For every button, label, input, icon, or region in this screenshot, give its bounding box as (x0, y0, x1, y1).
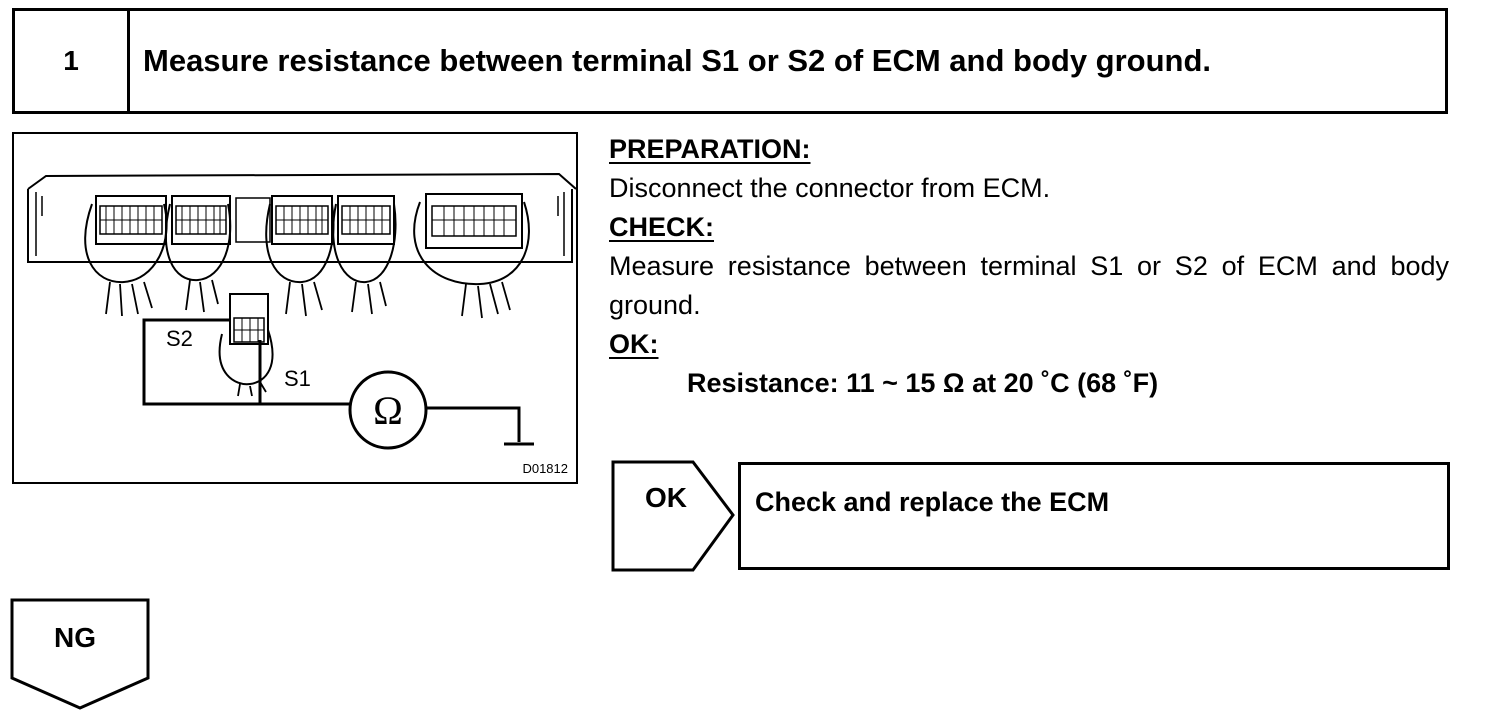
step-header: 1 Measure resistance between terminal S1… (12, 8, 1448, 114)
resistance-spec: Resistance: 11 ~ 15 Ω at 20 ˚C (68 ˚F) (687, 368, 1159, 398)
ecm-illustration: S2 S1 Ω D01812 (12, 132, 578, 484)
step-title: Measure resistance between terminal S1 o… (143, 43, 1212, 78)
ohmmeter-symbol: Ω (373, 388, 403, 433)
ok-action-box: Check and replace the ECM (738, 462, 1450, 570)
ok-branch-tag: OK (611, 460, 735, 577)
ng-arrow-icon (10, 598, 150, 710)
ecm-diagram-svg: S2 S1 Ω (27, 172, 576, 450)
check-heading: CHECK: (609, 212, 714, 242)
ok-tag-label: OK (645, 482, 687, 513)
check-text: Measure resistance between terminal S1 o… (609, 251, 1449, 320)
ok-spec-heading: OK: (609, 329, 659, 359)
step-number: 1 (15, 11, 130, 111)
preparation-text: Disconnect the connector from ECM. (609, 173, 1051, 203)
ok-action-text: Check and replace the ECM (755, 487, 1110, 517)
label-s1: S1 (284, 366, 311, 391)
ng-tag-label: NG (54, 622, 96, 653)
label-s2: S2 (166, 326, 193, 351)
preparation-heading: PREPARATION: (609, 134, 811, 164)
figure-code: D01812 (522, 461, 568, 476)
instructions: PREPARATION: Disconnect the connector fr… (609, 130, 1449, 403)
ok-arrow-icon (611, 460, 735, 572)
ng-branch-tag: NG (10, 598, 152, 715)
